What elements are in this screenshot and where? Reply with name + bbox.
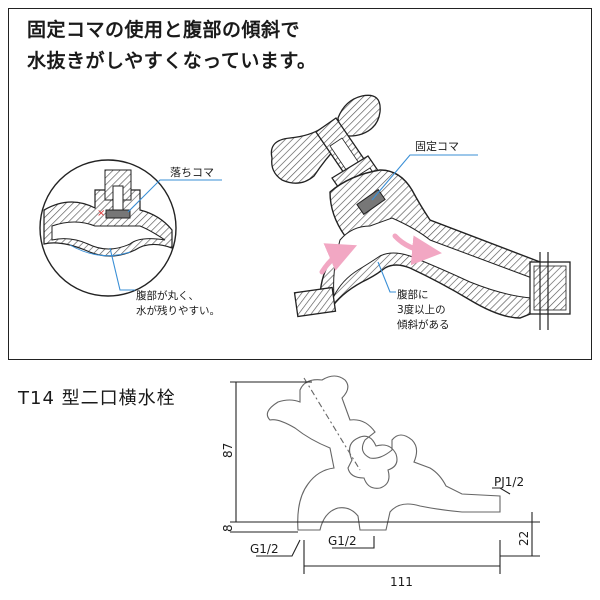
flow-arrow-right <box>392 233 442 266</box>
faucet-outline <box>266 375 501 531</box>
flow-arrow-left <box>319 243 358 275</box>
dim-label-length: 111 <box>390 575 413 589</box>
label-thread-right: PJ1/2 <box>494 475 524 489</box>
label-belly-slope-1: 腹部に <box>397 288 429 301</box>
leader-thread-right <box>492 487 511 495</box>
dimension-drawing <box>230 375 540 574</box>
label-belly-slope-2: 3度以上の <box>397 303 446 316</box>
callout-line-belly-slope <box>377 261 396 293</box>
dim-label-offset: 8 <box>221 524 235 532</box>
callout-line-fixed-piece <box>371 154 478 201</box>
old-faucet-section: × <box>43 169 173 257</box>
cutaway-faucet: 固定コマ 腹部に 3度以上の 傾斜がある <box>270 94 571 331</box>
panel-headline: 固定コマの使用と腹部の傾斜で 水抜きがしやすくなっています。 <box>27 15 316 77</box>
detail-circle-drop-piece: × 落ちコマ 腹部が丸く、 水が残りやすい。 <box>39 159 222 317</box>
leader-thread-mid <box>332 536 375 549</box>
secondary-handle-outline <box>347 435 398 489</box>
label-belly-slope-3: 傾斜がある <box>397 318 450 331</box>
callout-line-drop-piece <box>127 179 222 213</box>
handle-left-wing <box>270 127 339 184</box>
fixed-piece-disc <box>356 188 386 216</box>
dim-label-height: 87 <box>221 443 235 458</box>
label-thread-left: G1/2 <box>250 542 279 556</box>
label-fixed-piece: 固定コマ <box>415 139 459 153</box>
dim-label-thread-height: 22 <box>517 531 531 546</box>
headline-line-1: 固定コマの使用と腹部の傾斜で <box>27 19 301 41</box>
block-mark-icon: × <box>97 208 105 219</box>
label-drop-piece: 落ちコマ <box>170 166 214 179</box>
headline-line-2: 水抜きがしやすくなっています。 <box>27 50 317 72</box>
leader-thread-left <box>256 539 301 557</box>
label-belly-round-2: 水が残りやすい。 <box>136 304 220 317</box>
model-title: T14 型二口横水栓 <box>18 388 176 409</box>
label-belly-round-1: 腹部が丸く、 <box>136 289 199 302</box>
handle-right-wing <box>337 94 381 137</box>
label-thread-mid: G1/2 <box>328 534 357 548</box>
drop-piece-disc <box>105 209 131 219</box>
axis-centerline <box>303 377 361 471</box>
spout-nozzle <box>293 286 337 318</box>
callout-line-belly-round <box>109 247 135 291</box>
